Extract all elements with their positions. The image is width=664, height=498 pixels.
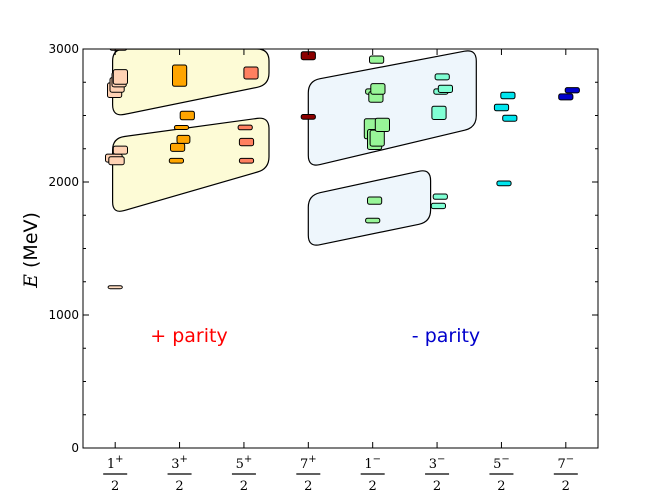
energy-level-3 [108,156,125,166]
energy-level-1 [107,285,123,290]
energy-level-19 [243,66,259,80]
x-tick-label: 3+2 [167,454,192,494]
x-tick-label: 5+2 [231,454,256,494]
energy-level-23 [367,196,383,205]
x-tick-numerator: 5+ [236,454,253,472]
x-tick-label: 7−2 [553,454,578,494]
energy-level-10 [168,157,185,164]
x-tick-numerator: 1− [364,454,381,472]
x-tick-denominator: 2 [111,479,119,494]
energy-level-31 [369,55,385,64]
energy-level-16 [238,157,255,164]
x-tick-numerator: 7− [557,454,574,472]
band-group [112,49,477,246]
x-tick-label: 1−2 [360,454,385,494]
parity-band-4 [307,170,432,246]
x-tick-numerator: 1+ [107,454,124,472]
level-group [105,49,580,290]
x-tick-label: 5−2 [489,454,514,494]
x-tick-label: 7+2 [296,454,321,494]
energy-level-30 [370,83,386,95]
x-tick-numerator: 3+ [171,454,188,472]
energy-level-18 [237,124,253,131]
y-tick-label: 0 [71,441,79,455]
x-tick-label: 1+2 [103,454,128,494]
energy-level-14 [179,110,195,121]
negative-parity-annotation: - parity [412,325,480,347]
y-axis-label: E (MeV) [20,212,42,289]
y-tick-label: 3000 [48,42,79,56]
energy-level-4 [112,145,129,155]
energy-level-20 [300,114,316,120]
energy-level-42 [558,93,574,101]
y-axis-unit: (MeV) [20,212,42,268]
energy-level-41 [500,91,516,100]
x-tick-denominator: 2 [369,479,377,494]
energy-level-22 [365,217,381,224]
y-tick-label: 2000 [48,175,79,189]
x-tick-label: 3−2 [425,454,450,494]
energy-level-27 [374,117,390,132]
y-tick-label: 1000 [48,308,79,322]
energy-level-36 [437,84,453,93]
energy-level-39 [493,103,510,112]
x-tick-denominator: 2 [562,479,570,494]
parity-band-1 [112,49,270,116]
energy-level-26 [369,129,385,147]
energy-level-12 [176,134,191,144]
x-axis: 1+23+25+27+21−23−25−27−2 [103,49,578,494]
x-tick-numerator: 3− [429,454,446,472]
x-tick-denominator: 2 [175,479,183,494]
x-tick-denominator: 2 [433,479,441,494]
positive-parity-annotation: + parity [150,325,227,347]
x-tick-numerator: 7+ [300,454,317,472]
y-axis-symbol: E [20,274,42,289]
y-axis: 0 1000 2000 3000 [48,42,598,455]
x-tick-numerator: 5− [493,454,510,472]
energy-level-38 [496,180,512,187]
energy-level-13 [173,125,190,130]
energy-level-11 [170,142,186,152]
energy-level-15 [172,64,188,87]
energy-level-37 [434,73,450,81]
energy-level-17 [238,137,255,147]
parity-band-3 [307,50,477,166]
energy-level-9 [109,49,128,51]
energy-level-32 [430,202,446,210]
energy-level-40 [502,114,518,122]
energy-level-43 [564,87,580,94]
x-tick-denominator: 2 [497,479,505,494]
x-tick-denominator: 2 [304,479,312,494]
energy-level-8 [112,69,129,85]
energy-level-33 [432,193,448,200]
parity-band-2 [112,117,270,212]
energy-level-34 [431,105,447,120]
x-tick-denominator: 2 [240,479,248,494]
